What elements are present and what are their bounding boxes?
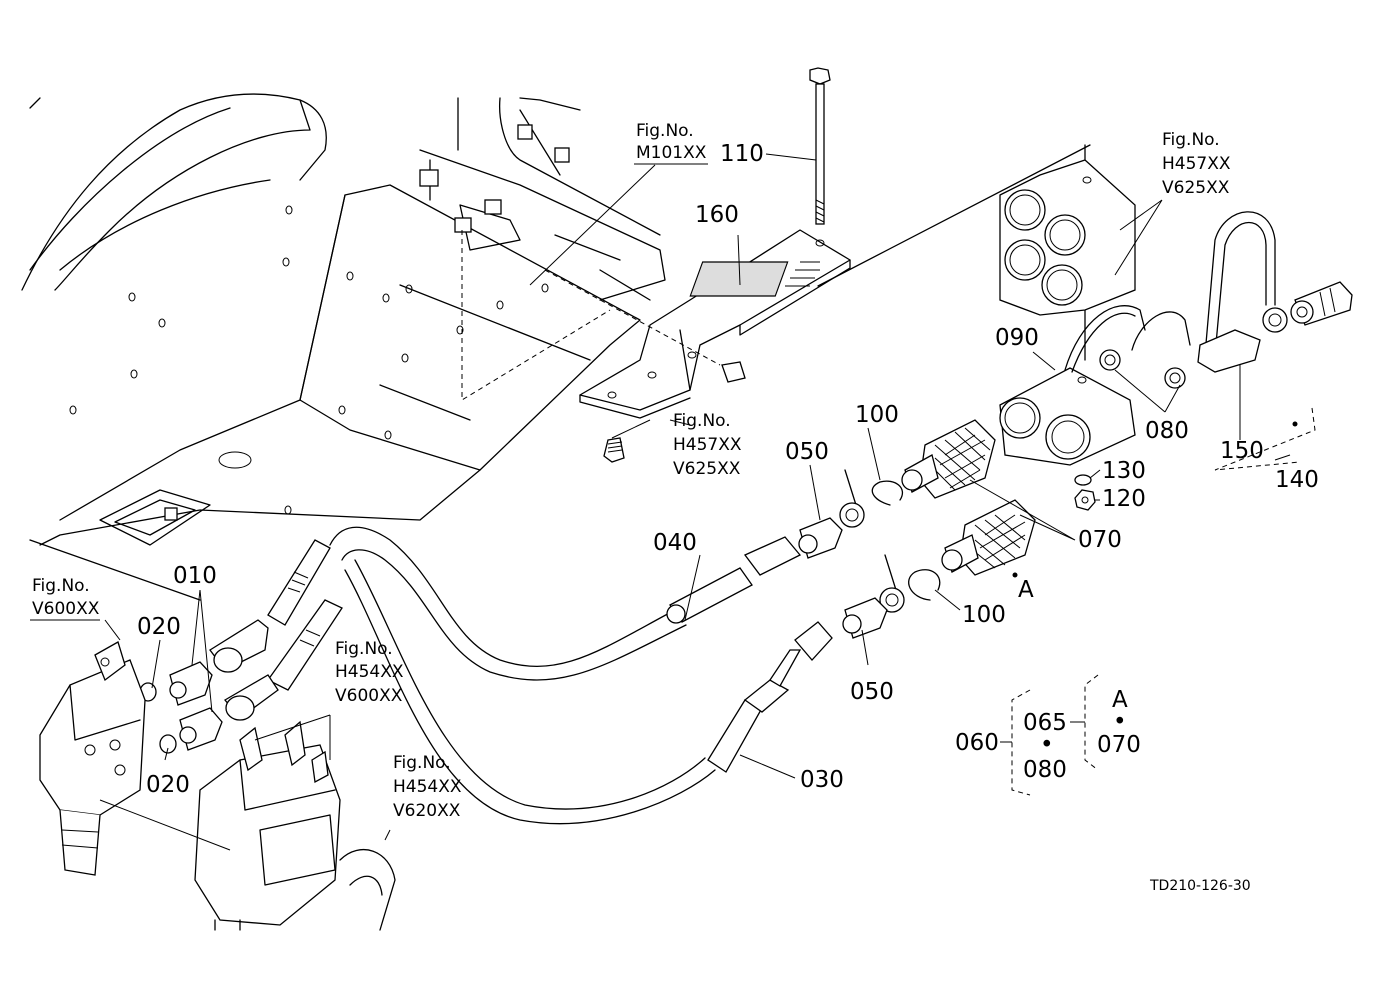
label-100-lower: 100 (962, 602, 1006, 628)
fig-ref-head-h454-b: Fig.No. (393, 753, 451, 773)
label-080-top: 080 (1145, 418, 1189, 444)
hose-040 (329, 526, 802, 681)
fig-ref-h457-mid: H457XX (673, 435, 742, 455)
fig-ref-head-h454-a: Fig.No. (335, 639, 393, 659)
quick-coupler-140 (1214, 281, 1353, 471)
fig-ref-m101: M101XX (636, 143, 707, 163)
kit-grouping-brackets (1000, 674, 1099, 796)
bolt-110 (809, 67, 831, 225)
label-060: 060 (955, 730, 999, 756)
fig-ref-h457-top: H457XX (1162, 154, 1231, 174)
label-040: 040 (653, 530, 697, 556)
fig-ref-v625-top: V625XX (1162, 178, 1230, 198)
mounting-bracket-160 (579, 229, 851, 463)
figure-references: Fig.No. M101XX Fig.No. H457XX V625XX Fig… (30, 121, 1231, 821)
label-070-lower: 070 (1097, 732, 1141, 758)
label-020-upper: 020 (137, 614, 181, 640)
label-160: 160 (695, 202, 739, 228)
label-140: 140 (1275, 467, 1319, 493)
label-050-upper: 050 (785, 439, 829, 465)
fig-ref-v600: V600XX (32, 599, 100, 619)
socket-coupler-070-upper (901, 419, 996, 499)
fittings-010 (169, 661, 223, 751)
hose-ends-left (209, 539, 343, 721)
label-090: 090 (995, 325, 1039, 351)
control-valve-left (39, 641, 146, 876)
label-010: 010 (173, 563, 217, 589)
fig-ref-h454-b: H454XX (393, 777, 462, 797)
fig-ref-head-m101: Fig.No. (636, 121, 694, 141)
label-120: 120 (1102, 486, 1146, 512)
nut-120 (1074, 489, 1096, 511)
adaptors-050 (798, 517, 888, 639)
label-100-upper: 100 (855, 402, 899, 428)
label-030: 030 (800, 767, 844, 793)
tractor-body-outline (21, 93, 721, 601)
clamp-block-upper (999, 159, 1136, 316)
leader-lines (99, 153, 1291, 851)
shackle-150 (1197, 211, 1288, 373)
dust-caps-080 (1064, 305, 1191, 389)
label-a-mark: A (1018, 577, 1034, 603)
fig-ref-head-v600: Fig.No. (32, 576, 90, 596)
label-020-lower: 020 (146, 772, 190, 798)
label-dot-2: • (1113, 709, 1127, 735)
label-a-mark-2: A (1112, 687, 1128, 713)
fig-ref-v620-b: V620XX (393, 801, 461, 821)
label-130: 130 (1102, 458, 1146, 484)
label-080-bottom: 080 (1023, 757, 1067, 783)
fig-ref-v600-a: V600XX (335, 686, 403, 706)
washer-130 (1074, 474, 1092, 486)
clamp-block-090 (999, 367, 1136, 466)
label-050-lower: 050 (850, 679, 894, 705)
part-number-labels: 110 160 090 080 150 140 130 120 100 050 … (137, 141, 1319, 798)
drawing-code: TD210-126-30 (1149, 878, 1251, 894)
fig-ref-head-h457-mid: Fig.No. (673, 411, 731, 431)
label-150: 150 (1220, 438, 1264, 464)
control-valve-right (194, 720, 396, 931)
fig-ref-h454-a: H454XX (335, 662, 404, 682)
fig-ref-v625-mid: V625XX (673, 459, 741, 479)
socket-coupler-070-lower (941, 499, 1036, 578)
label-110: 110 (720, 141, 764, 167)
bracket-edge-line (817, 144, 1091, 287)
fig-ref-head-h457-top: Fig.No. (1162, 130, 1220, 150)
snap-rings-100 (839, 469, 941, 613)
label-065: 065 (1023, 710, 1067, 736)
label-070-upper: 070 (1078, 527, 1122, 553)
label-dot-1: • (1040, 732, 1054, 758)
hose-030 (344, 559, 833, 825)
